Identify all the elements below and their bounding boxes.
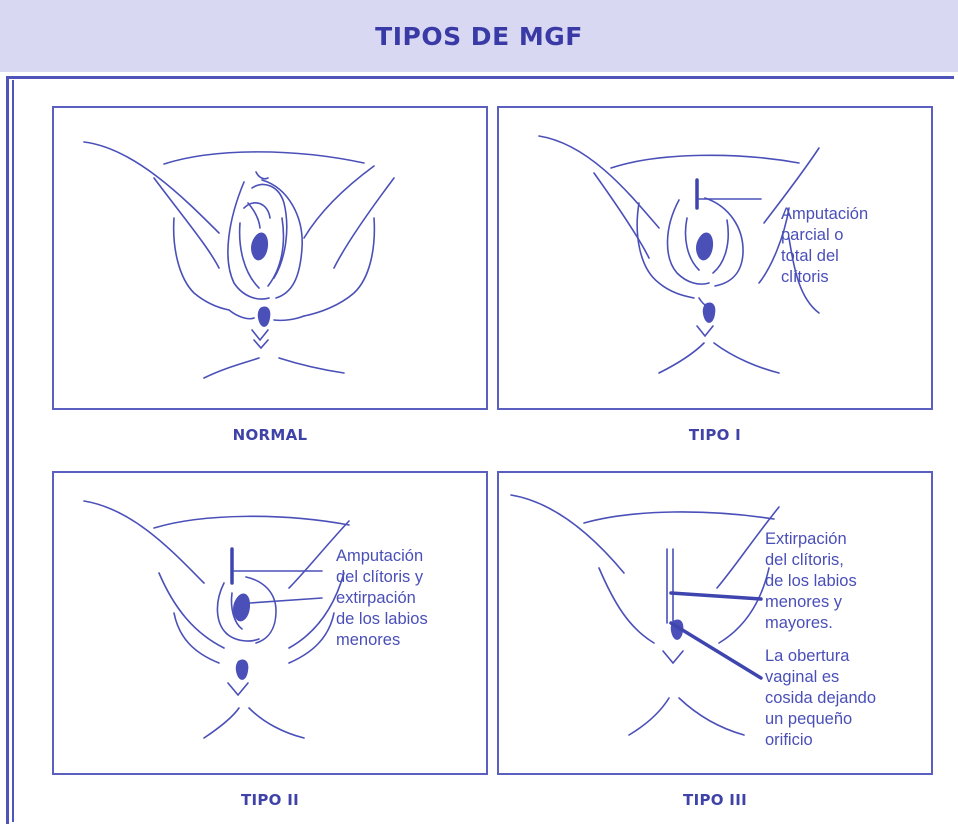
panel-tipo-iii: Extirpación del clítoris, de los labios … — [497, 471, 933, 775]
caption-normal: NORMAL — [52, 426, 488, 444]
caption-tipo-iii: TIPO III — [497, 791, 933, 809]
caption-tipo-i: TIPO I — [497, 426, 933, 444]
caption-tipo-ii: TIPO II — [52, 791, 488, 809]
panel-normal — [52, 106, 488, 410]
panel-tipo-ii: Amputación del clítoris y extirpación de… — [52, 471, 488, 775]
title-banner: TIPOS DE MGF — [0, 0, 958, 72]
annotation-tipo-iii-top: Extirpación del clítoris, de los labios … — [765, 529, 935, 634]
normal-illustration — [54, 108, 490, 412]
annotation-tipo-i: Amputación parcial o total del clítoris — [781, 204, 931, 288]
panel-tipo-i: Amputación parcial o total del clítoris — [497, 106, 933, 410]
outer-frame-inner-line — [12, 80, 14, 822]
page-title: TIPOS DE MGF — [375, 22, 583, 51]
annotation-tipo-ii: Amputación del clítoris y extirpación de… — [336, 546, 486, 651]
annotation-tipo-iii-bottom: La obertura vaginal es cosida dejando un… — [765, 646, 935, 751]
